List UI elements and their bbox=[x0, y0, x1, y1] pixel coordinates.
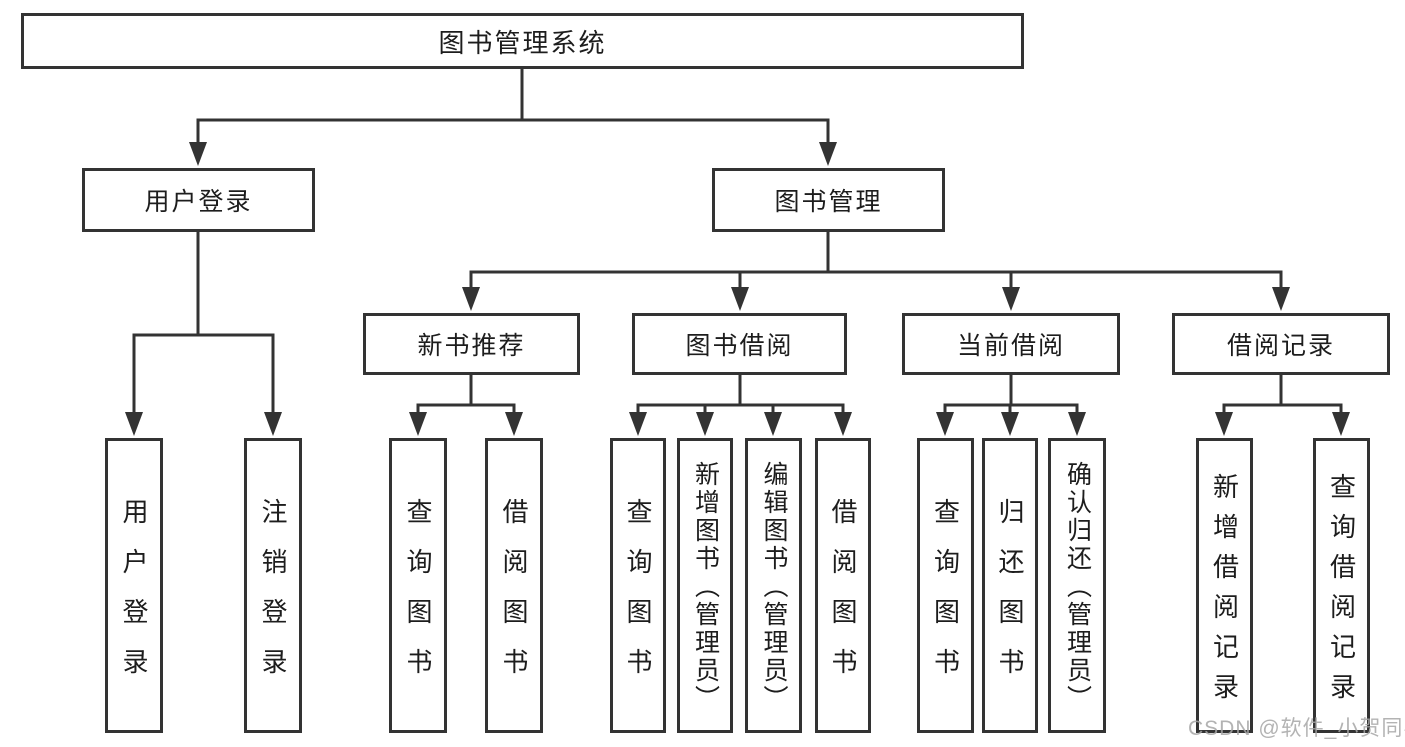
node-book-borrow: 图书借阅 bbox=[632, 313, 847, 375]
leaf-borrow-edit-books-admin: 编辑图书（管理员） bbox=[745, 438, 802, 733]
node-root-label: 图书管理系统 bbox=[438, 27, 607, 58]
node-new-book-recommend-label: 新书推荐 bbox=[417, 332, 526, 360]
arrowhead-current-borrow bbox=[1002, 287, 1020, 311]
arrowhead-current-query bbox=[936, 412, 954, 436]
arrowhead-current-return bbox=[1001, 412, 1019, 436]
leaf-borrow-add-books-admin: 新增图书（管理员） bbox=[677, 438, 733, 733]
leaf-current-confirm-return-admin: 确认归还（管理员） bbox=[1048, 438, 1106, 733]
leaf-current-return-books: 归还图书 bbox=[982, 438, 1038, 733]
arrowhead-book-borrow bbox=[731, 287, 749, 311]
node-book-management: 图书管理 bbox=[712, 168, 945, 232]
leaf-borrow-query-books: 查询图书 bbox=[610, 438, 666, 733]
leaf-recommend-query-books-label: 查询图书 bbox=[403, 497, 433, 698]
leaf-current-confirm-return-admin-label: 确认归还（管理员） bbox=[1063, 461, 1092, 713]
leaf-user-login-label: 用户登录 bbox=[119, 497, 149, 698]
leaf-recommend-query-books: 查询图书 bbox=[389, 438, 447, 733]
node-book-borrow-label: 图书借阅 bbox=[685, 332, 794, 360]
arrowhead-borrow-borrow bbox=[834, 412, 852, 436]
arrowhead-recommend-borrow bbox=[505, 412, 523, 436]
leaf-current-query-books: 查询图书 bbox=[917, 438, 974, 733]
leaf-record-query-borrow-record-label: 查询借阅记录 bbox=[1326, 472, 1357, 713]
arrowhead-borrow-edit bbox=[764, 412, 782, 436]
leaf-logout: 注销登录 bbox=[244, 438, 302, 733]
node-book-management-label: 图书管理 bbox=[774, 188, 883, 216]
connector-record-rail bbox=[1222, 403, 1343, 414]
arrowhead-user-login bbox=[189, 142, 207, 166]
connector-level3-rail bbox=[469, 270, 1283, 290]
connector-user-login-rail bbox=[132, 333, 275, 414]
leaf-record-add-borrow-record: 新增借阅记录 bbox=[1196, 438, 1253, 733]
node-user-login: 用户登录 bbox=[82, 168, 315, 232]
leaf-recommend-borrow-books: 借阅图书 bbox=[485, 438, 543, 733]
node-new-book-recommend: 新书推荐 bbox=[363, 313, 580, 375]
arrowhead-recommend-query bbox=[409, 412, 427, 436]
arrowhead-current-confirm bbox=[1068, 412, 1086, 436]
leaf-record-add-borrow-record-label: 新增借阅记录 bbox=[1209, 472, 1240, 713]
csdn-watermark: CSDN @软件_小贺同学 bbox=[1188, 717, 1405, 740]
arrowhead-borrow-record bbox=[1272, 287, 1290, 311]
leaf-user-login: 用户登录 bbox=[105, 438, 163, 733]
node-root-system: 图书管理系统 bbox=[21, 13, 1024, 69]
arrowhead-book-management bbox=[819, 142, 837, 166]
arrowhead-leaf-user-login bbox=[125, 412, 143, 436]
node-user-login-label: 用户登录 bbox=[144, 188, 253, 216]
leaf-recommend-borrow-books-label: 借阅图书 bbox=[499, 497, 529, 698]
leaf-logout-label: 注销登录 bbox=[258, 497, 288, 698]
connector-level2-rail bbox=[196, 118, 830, 146]
leaf-record-query-borrow-record: 查询借阅记录 bbox=[1313, 438, 1370, 733]
arrowhead-record-query bbox=[1332, 412, 1350, 436]
arrowhead-new-book-recommend bbox=[462, 287, 480, 311]
connector-borrow-rail bbox=[636, 403, 845, 414]
leaf-current-return-books-label: 归还图书 bbox=[995, 497, 1025, 698]
arrowhead-borrow-query bbox=[629, 412, 647, 436]
node-current-borrow-label: 当前借阅 bbox=[956, 332, 1065, 360]
arrowhead-borrow-add bbox=[696, 412, 714, 436]
leaf-borrow-borrow-books: 借阅图书 bbox=[815, 438, 871, 733]
leaf-current-query-books-label: 查询图书 bbox=[930, 497, 961, 698]
connector-recommend-rail bbox=[416, 403, 516, 414]
leaf-borrow-query-books-label: 查询图书 bbox=[623, 497, 653, 698]
arrowhead-record-add bbox=[1215, 412, 1233, 436]
leaf-borrow-edit-books-admin-label: 编辑图书（管理员） bbox=[760, 461, 788, 713]
node-borrow-record: 借阅记录 bbox=[1172, 313, 1390, 375]
leaf-borrow-borrow-books-label: 借阅图书 bbox=[828, 497, 858, 698]
arrowhead-leaf-logout bbox=[264, 412, 282, 436]
node-current-borrow: 当前借阅 bbox=[902, 313, 1120, 375]
node-borrow-record-label: 借阅记录 bbox=[1226, 332, 1335, 360]
leaf-borrow-add-books-admin-label: 新增图书（管理员） bbox=[691, 461, 720, 713]
